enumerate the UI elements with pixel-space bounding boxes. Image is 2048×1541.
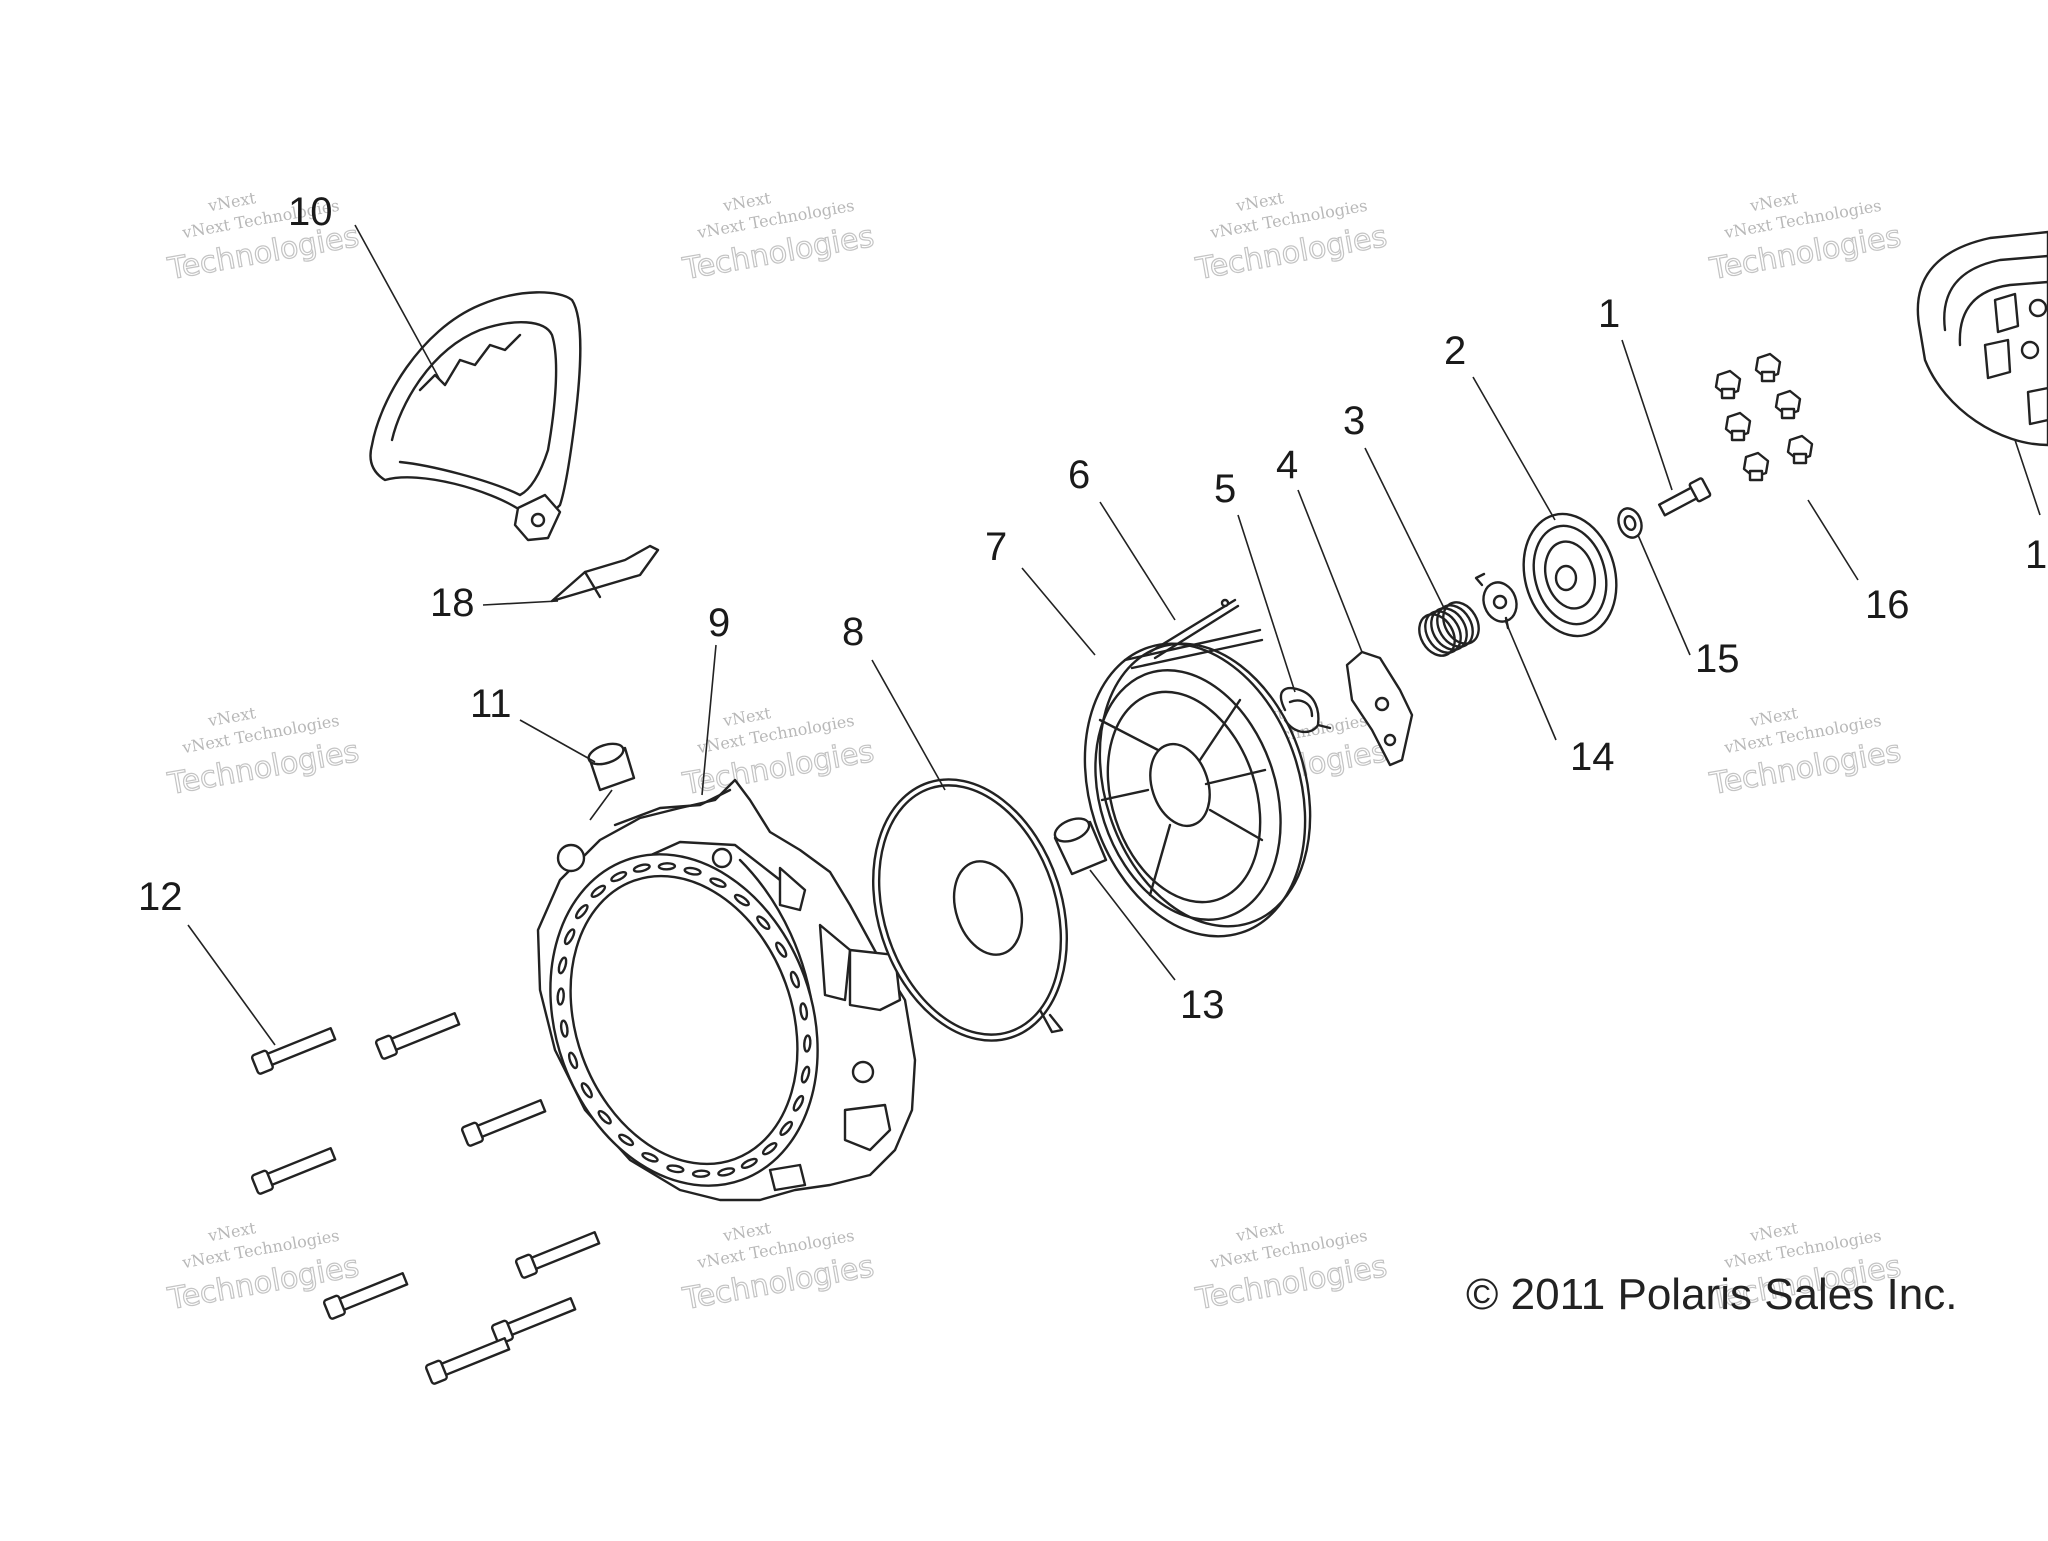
callout-6: 6 — [1068, 453, 1090, 497]
vent-slot — [666, 1164, 685, 1174]
copyright-notice: © 2011 Polaris Sales Inc. — [1466, 1270, 1958, 1319]
part-1-center-bolt — [1657, 477, 1712, 517]
callout-15: 15 — [1695, 637, 1740, 681]
vent-slot — [683, 866, 702, 876]
part-11-plug — [587, 742, 636, 792]
vent-slot — [557, 956, 568, 975]
vent-slot — [709, 877, 727, 888]
watermark-10: vNext vNext Technologies Technologies — [679, 1218, 877, 1318]
vent-slot — [618, 1133, 635, 1147]
part-14-ratchet-guide — [1474, 572, 1518, 630]
watermark-11: vNext vNext Technologies Technologies — [1192, 1218, 1390, 1318]
part-15-washer — [1617, 507, 1643, 539]
vent-slot — [559, 1019, 569, 1038]
callout-17: 17 — [2025, 533, 2048, 577]
part-3-spring — [1418, 601, 1480, 657]
callout-14: 14 — [1570, 735, 1615, 779]
part-2-friction-plate — [1522, 512, 1618, 638]
callout-16: 16 — [1865, 583, 1910, 627]
leader-lines — [187, 224, 2041, 1046]
callout-7: 7 — [985, 525, 1007, 569]
vent-slot — [775, 941, 788, 958]
vent-slot — [610, 870, 628, 883]
vent-slot — [556, 987, 565, 1006]
callout-13: 13 — [1180, 983, 1225, 1027]
part-16-nuts — [1714, 352, 1814, 482]
part-7-rope-pulley — [1083, 628, 1312, 938]
callout-5: 5 — [1214, 467, 1236, 511]
callout-8: 8 — [842, 610, 864, 654]
vent-slot — [691, 1169, 711, 1178]
vent-slot — [779, 1120, 794, 1137]
watermark-2: vNext vNext Technologies Technologies — [679, 188, 877, 288]
watermark-3: vNext vNext Technologies Technologies — [1192, 188, 1390, 288]
vent-slot — [792, 1094, 805, 1112]
part-10-rope-handle — [369, 291, 582, 542]
vent-slot — [756, 915, 771, 931]
vent-slot — [567, 1051, 579, 1070]
vent-slot — [789, 970, 801, 989]
callout-12: 12 — [138, 875, 183, 919]
callout-4: 4 — [1276, 443, 1298, 487]
vent-slot — [799, 1002, 809, 1021]
callout-2: 2 — [1444, 329, 1466, 373]
vent-slot — [733, 893, 750, 907]
housing-vent-slots — [556, 862, 812, 1178]
vent-slot — [803, 1034, 812, 1053]
vent-slot — [632, 863, 651, 873]
part-17-starter-cup — [1916, 230, 2048, 447]
callout-10: 10 — [288, 190, 333, 234]
callout-1: 1 — [1598, 292, 1620, 336]
part-4-pawl — [1345, 650, 1414, 767]
part-6-rope — [1148, 598, 1240, 660]
watermark-8: vNext vNext Technologies Technologies — [1706, 703, 1904, 803]
part-18-rope-insert — [550, 544, 660, 603]
vent-slot — [580, 1082, 593, 1099]
vent-slot — [563, 928, 576, 946]
vent-slot — [717, 1167, 736, 1177]
vent-slot — [590, 884, 607, 898]
part-9-recoil-housing — [536, 778, 917, 1202]
vent-slot — [740, 1157, 758, 1170]
vent-slot — [761, 1142, 778, 1156]
watermark-5: vNext vNext Technologies Technologies — [164, 703, 362, 803]
callout-9: 9 — [708, 601, 730, 645]
vent-slot — [597, 1109, 612, 1125]
vent-slot — [657, 862, 677, 871]
callout-3: 3 — [1343, 399, 1365, 443]
callout-labels: 1 2 3 4 5 6 7 8 9 10 11 12 13 14 15 16 1… — [138, 190, 2048, 1027]
part-8-recoil-spring — [871, 778, 1069, 1042]
vent-slot — [574, 903, 589, 920]
part-5-ratchet-spring — [1279, 687, 1332, 734]
watermark-4: vNext vNext Technologies Technologies — [1706, 188, 1904, 288]
callout-18: 18 — [430, 581, 475, 625]
part-13-bushing — [1053, 817, 1108, 876]
vent-slot — [641, 1152, 659, 1163]
callout-11: 11 — [470, 682, 512, 726]
vent-slot — [800, 1065, 811, 1084]
part-12-bolts — [250, 1012, 601, 1385]
